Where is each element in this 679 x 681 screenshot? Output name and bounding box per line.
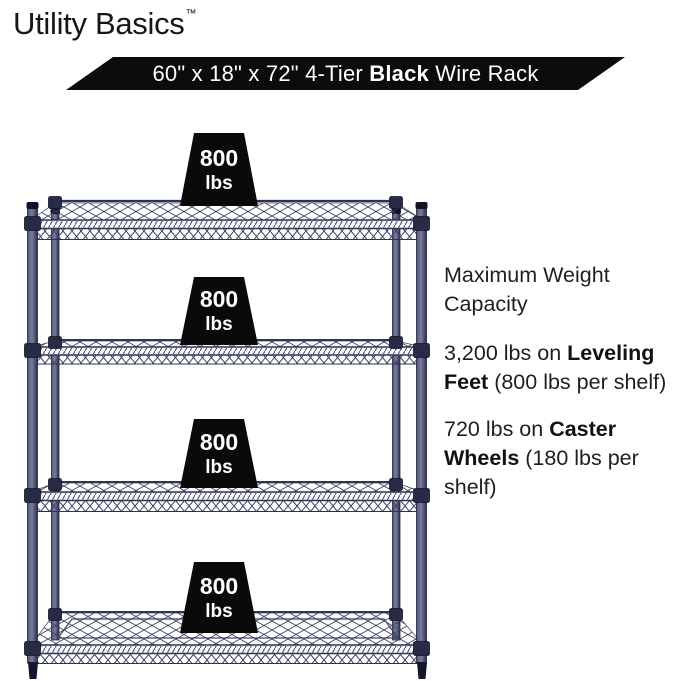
- banner-text-highlight: Black: [369, 60, 429, 86]
- weight-badge-shelf-4: 800 lbs: [180, 562, 258, 633]
- weight-badge-shelf-1: 800 lbs: [180, 133, 258, 206]
- post-cap: [26, 202, 39, 209]
- caster-prefix: 720 lbs on: [444, 417, 550, 441]
- badge-unit: lbs: [205, 314, 233, 335]
- caster-bold: Caster Wheels: [444, 417, 617, 470]
- badge-value: 800: [199, 428, 239, 455]
- caster-wheels-capacity: 720 lbs on Caster Wheels (180 lbs per sh…: [444, 415, 676, 502]
- post-front-left: [27, 204, 38, 664]
- brand-logo: Utility Basics™: [13, 6, 197, 42]
- badge-unit: lbs: [205, 600, 233, 622]
- banner-text-prefix: 60" x 18" x 72" 4-Tier: [152, 60, 370, 86]
- badge-unit: lbs: [205, 456, 233, 478]
- front-posts: [26, 202, 428, 679]
- leveling-suffix: (800 lbs per shelf): [488, 370, 667, 394]
- brand-name: Utility Basics: [13, 6, 185, 41]
- leveling-feet-capacity: 3,200 lbs on Leveling Feet (800 lbs per …: [444, 339, 676, 397]
- leveling-prefix: 3,200 lbs on: [444, 341, 568, 365]
- weight-badge-shelf-3: 800 lbs: [180, 419, 258, 488]
- badge-value: 800: [199, 572, 239, 599]
- leveling-bold: Leveling Feet: [444, 341, 655, 394]
- badge-value: 800: [199, 286, 239, 312]
- badge-unit: lbs: [205, 172, 233, 194]
- wire-rack-illustration: [24, 196, 430, 679]
- shelf-collars: [24, 196, 430, 656]
- weight-badge-shelf-2: 800 lbs: [180, 277, 258, 345]
- shelf-1: [25, 199, 429, 240]
- capacity-info: Maximum Weight Capacity 3,200 lbs on Lev…: [444, 261, 676, 520]
- caster-suffix: (180 lbs per shelf): [444, 446, 639, 499]
- capacity-heading: Maximum Weight Capacity: [444, 263, 610, 316]
- badge-value: 800: [199, 144, 239, 171]
- post-cap: [415, 202, 428, 209]
- post-back-right: [392, 211, 401, 641]
- post-back-left: [51, 211, 60, 641]
- post-front-right: [416, 204, 427, 664]
- banner-text-suffix: Wire Rack: [428, 60, 539, 86]
- trademark-symbol: ™: [185, 8, 197, 20]
- leveling-foot-right: [417, 662, 427, 679]
- product-title-banner: 60" x 18" x 72" 4-Tier Black Wire Rack: [66, 57, 625, 90]
- leveling-foot-left: [28, 662, 38, 679]
